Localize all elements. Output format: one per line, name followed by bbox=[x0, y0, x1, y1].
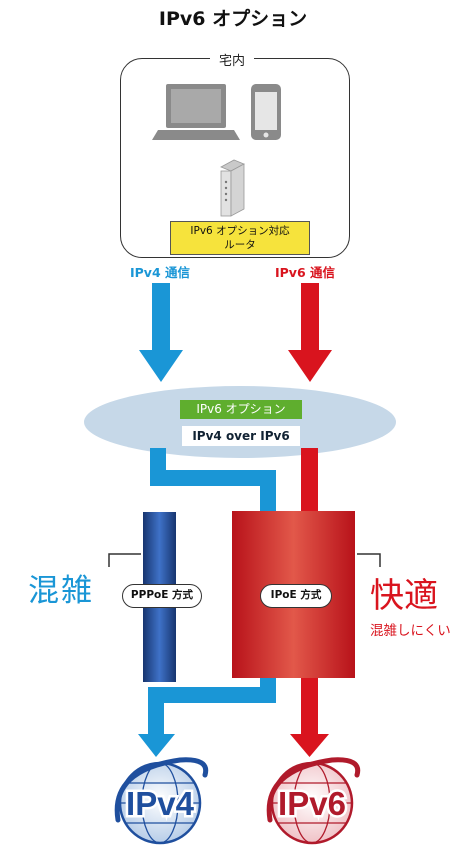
ipv4-over-ipv6-label: IPv4 over IPv6 bbox=[182, 426, 300, 446]
router-label-line1: IPv6 オプション対応 bbox=[190, 225, 290, 237]
router-label-line2: ルータ bbox=[224, 239, 256, 251]
ipv4-globe-icon bbox=[114, 757, 209, 845]
ipv6-uplink-arrow bbox=[288, 283, 332, 382]
comfortable-label: 快適 bbox=[370, 576, 438, 616]
router-icon bbox=[220, 159, 245, 217]
router-label: IPv6 オプション対応 ルータ bbox=[170, 221, 310, 255]
smartphone-icon bbox=[251, 84, 281, 140]
ipv6-globe-icon bbox=[266, 757, 361, 845]
congested-leader-line bbox=[108, 553, 141, 567]
pppoe-method-label: PPPoE 方式 bbox=[122, 584, 202, 608]
ipv4-uplink-arrow bbox=[139, 283, 183, 382]
comfortable-sub-label: 混雑しにくい bbox=[370, 623, 451, 639]
ipv4-flow-label: IPv4 通信 bbox=[130, 265, 191, 280]
comfortable-leader-line bbox=[357, 553, 381, 567]
ipv6-option-label: IPv6 オプション bbox=[180, 400, 302, 419]
network-ellipse bbox=[84, 386, 396, 458]
page-title: IPv6 オプション bbox=[158, 8, 308, 30]
laptop-icon bbox=[152, 84, 240, 140]
ipv4-downlink-arrowhead bbox=[138, 734, 175, 757]
ipv6-flow-label: IPv6 通信 bbox=[275, 265, 336, 280]
home-label: 宅内 bbox=[210, 50, 254, 69]
congested-label: 混雑 bbox=[28, 573, 94, 609]
ipv6-downlink-arrowhead bbox=[290, 734, 329, 757]
ipoe-method-label: IPoE 方式 bbox=[260, 584, 332, 608]
